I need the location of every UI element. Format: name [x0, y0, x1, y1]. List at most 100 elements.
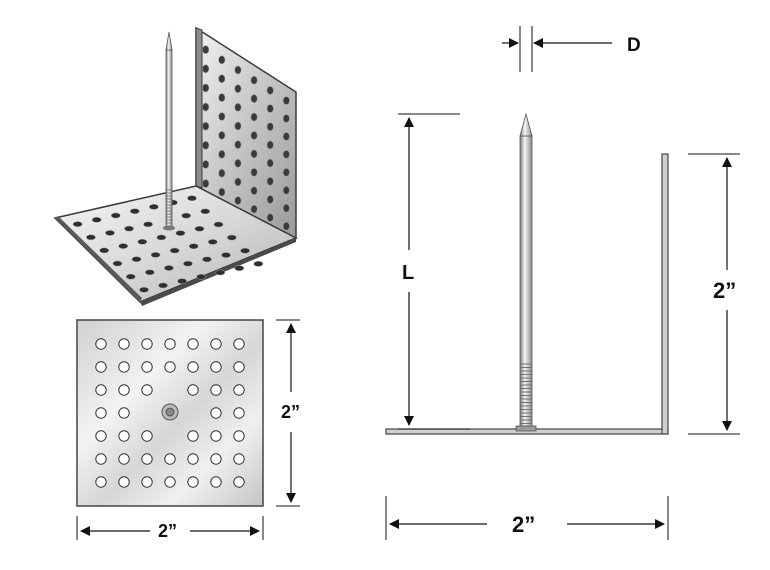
wall-hole [202, 45, 210, 54]
plate-hole [95, 430, 107, 442]
bracket-wall-edge [195, 27, 203, 189]
plate-hole [141, 453, 153, 465]
base-hole [175, 230, 186, 236]
plate-hole [118, 361, 130, 373]
plate-hole [187, 453, 199, 465]
wall-hole [282, 132, 290, 141]
bottom-width-label: 2” [512, 512, 535, 537]
side-height-dimension: 2” [688, 153, 740, 435]
base-hole [99, 247, 110, 254]
base-hole [196, 273, 207, 280]
base-holes [72, 195, 264, 293]
base-hole [156, 234, 167, 241]
plate-hole [233, 453, 245, 465]
plate-hole [118, 453, 130, 465]
wall-hole [218, 187, 226, 197]
bracket-base-edge [55, 216, 142, 302]
base-hole [131, 256, 142, 263]
wall-hole [250, 112, 258, 122]
base-hole [187, 195, 197, 202]
plate-center-pin [161, 403, 179, 421]
plate-height-label: 2” [281, 402, 300, 422]
base-hole [91, 216, 102, 223]
wall-hole [202, 102, 210, 112]
wall-hole [282, 168, 290, 177]
plate-hole [95, 384, 107, 396]
bottom-width-dimension: 2” [385, 496, 669, 540]
plate-hole [95, 361, 107, 373]
plate-hole [233, 476, 245, 488]
wall-hole [282, 203, 290, 213]
wall-hole [250, 168, 258, 177]
base-hole [149, 204, 159, 210]
plate-hole [95, 338, 107, 350]
plate-width-dimension: 2” [76, 516, 264, 541]
wall-hole [234, 121, 242, 131]
plate-hole [141, 430, 153, 442]
base-hole [86, 234, 96, 241]
wall-hole [234, 196, 242, 205]
wall-hole [282, 186, 290, 195]
wall-hole [234, 140, 242, 149]
wall-hole [250, 131, 258, 140]
wall-hole [202, 83, 210, 93]
plate-hole [141, 476, 153, 488]
base-hole [194, 225, 205, 232]
plate-hole [141, 338, 153, 350]
wall-hole [250, 149, 258, 159]
base-hole [124, 225, 134, 232]
wall-hole [234, 65, 242, 75]
plate-hole-grid [95, 338, 245, 488]
wall-hole [282, 114, 290, 123]
wall-hole [266, 86, 274, 95]
base-hole [221, 252, 231, 258]
wall-hole [218, 74, 226, 84]
wall-holes [202, 45, 290, 231]
plate-hole [233, 430, 245, 442]
wall-hole [266, 158, 274, 168]
plate-hole [210, 361, 222, 373]
base-hole [105, 230, 115, 236]
plate-hole [187, 361, 199, 373]
wall-hole [250, 204, 258, 214]
plate-height-dimension: 2” [276, 319, 300, 507]
base-hole [158, 282, 168, 289]
wall-hole [282, 221, 290, 231]
base-hole [234, 265, 245, 272]
base-hole [181, 212, 192, 219]
wall-hole [266, 122, 274, 132]
base-hole [137, 238, 148, 245]
base-hole [144, 269, 155, 276]
base-hole [215, 269, 226, 276]
wall-hole [218, 55, 226, 65]
plate-hole [95, 453, 107, 465]
plate-hole [164, 476, 176, 488]
wall-hole [202, 64, 210, 74]
base-hole [207, 239, 218, 245]
length-label: L [402, 262, 414, 284]
plate-hole [210, 338, 222, 350]
base-hole [200, 208, 211, 215]
base-hole [125, 273, 136, 280]
isometric-pin [163, 31, 175, 231]
base-hole [188, 243, 199, 250]
wall-hole [218, 168, 226, 178]
wall-hole [202, 179, 210, 188]
wall-hole [218, 150, 226, 159]
plate-hole [233, 407, 245, 419]
plate-hole [210, 476, 222, 488]
side-pin [515, 112, 537, 432]
base-hole [139, 286, 149, 293]
wall-hole [218, 93, 226, 102]
wall-hole [234, 103, 242, 112]
plate-hole [141, 384, 153, 396]
wall-hole [250, 186, 258, 196]
base-hole [177, 278, 187, 284]
base-hole [150, 252, 161, 258]
plate-hole [187, 338, 199, 350]
wall-hole [266, 104, 274, 113]
plate-hole [164, 361, 176, 373]
plate-hole [210, 384, 222, 396]
